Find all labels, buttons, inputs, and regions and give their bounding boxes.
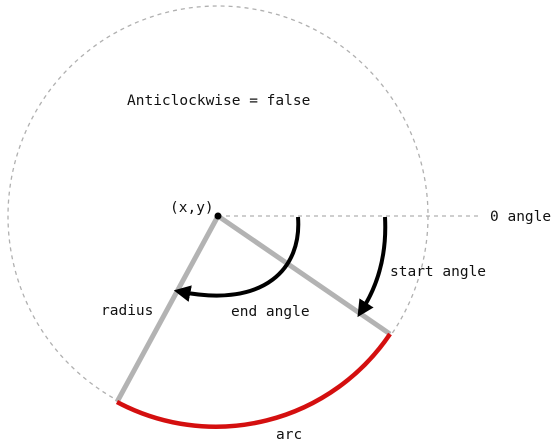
heading-label: Anticlockwise = false	[127, 93, 310, 109]
center-point	[214, 212, 222, 220]
arc-segment	[115, 332, 392, 429]
arc-label: arc	[276, 427, 302, 443]
radius-label: radius	[101, 303, 153, 319]
end-angle-label: end angle	[231, 304, 310, 320]
center-label: (x,y)	[170, 200, 214, 216]
start-angle-arrow	[357, 216, 388, 318]
end-radius-line	[114, 214, 221, 404]
start-angle-label: start angle	[390, 264, 486, 280]
zero-angle-label: 0 angle	[490, 209, 551, 225]
end-angle-arrow	[173, 216, 301, 302]
